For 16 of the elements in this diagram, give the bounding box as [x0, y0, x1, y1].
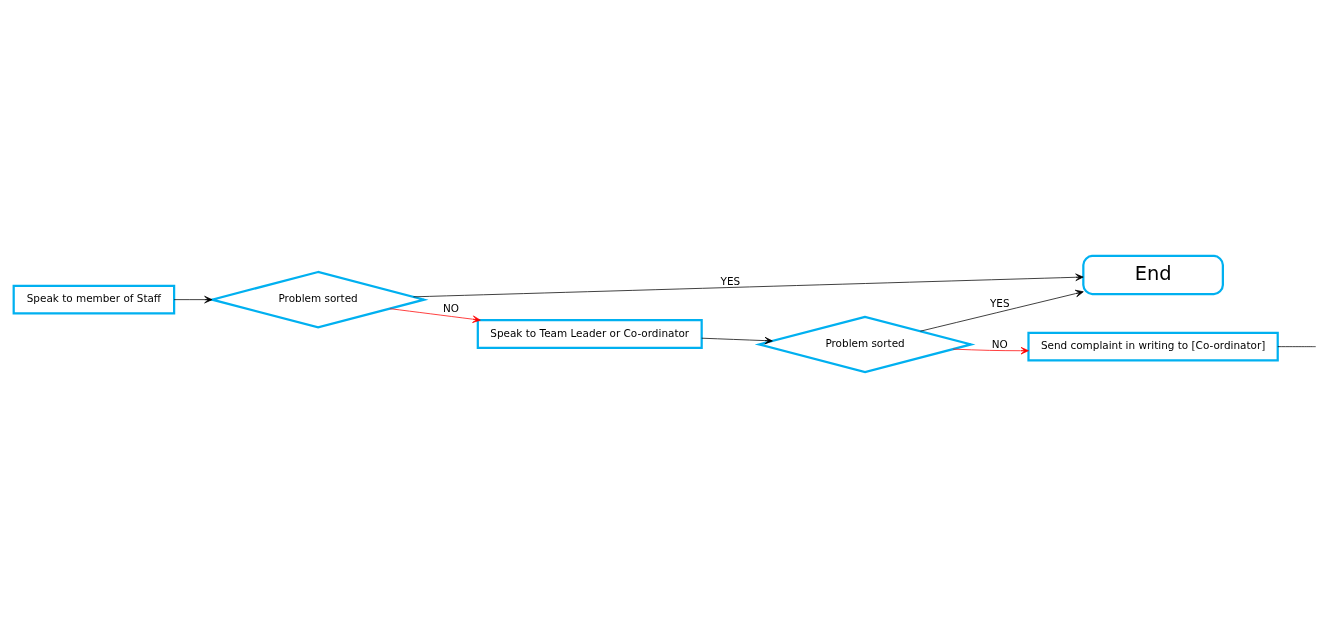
- node-box: Speak to member of Staff: [12, 284, 176, 315]
- arrow: [173, 295, 213, 304]
- edge-label: NO: [991, 337, 1008, 350]
- arrow: [389, 308, 481, 323]
- arrow: [701, 336, 773, 345]
- edge-label: YES: [989, 296, 1010, 309]
- arrow: [952, 347, 1029, 355]
- edge-label: NO: [442, 302, 459, 315]
- arrow: [920, 289, 1084, 332]
- node-box: Speak to Team Leader or Co-ordinator: [476, 319, 703, 349]
- node-box: End: [1082, 254, 1224, 296]
- arrow: [413, 273, 1084, 298]
- node-diamond: Problem sorted: [754, 315, 976, 374]
- connector: [1277, 346, 1317, 348]
- node-box: Send complaint in writing to [Co-ordinator]: [1027, 331, 1279, 362]
- edge-label: YES: [720, 274, 741, 287]
